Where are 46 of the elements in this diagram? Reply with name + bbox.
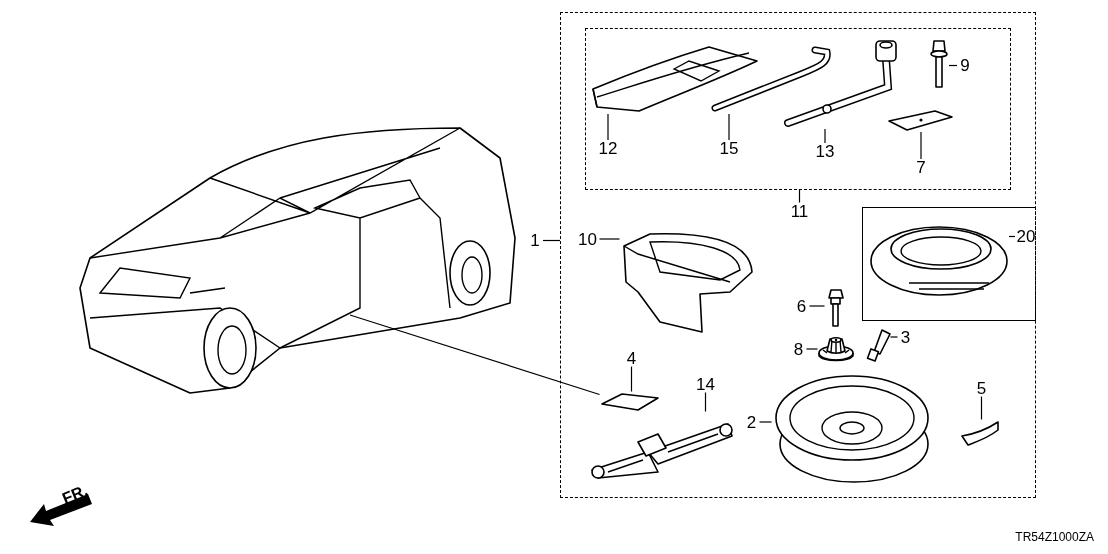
wheel-wrench-drawing [782,39,900,129]
label-plate-drawing [599,391,660,412]
callout-number: 6 [793,297,810,315]
leader-line [980,395,983,421]
leader-line [542,239,561,242]
callout-number: 5 [973,379,990,397]
leader-line [808,305,826,307]
leader-line [630,365,633,393]
leader-line [758,421,773,423]
leader-line [824,128,826,144]
callout-number: 1 [527,232,543,249]
leader-line [598,238,621,240]
callout-number: 15 [716,140,742,157]
sticker-drawing [959,419,1000,447]
bolt-drawing [929,39,949,89]
leader-line [948,64,958,67]
drawing-code: TR54Z1000ZA [1015,531,1094,543]
jack-handle-drawing [709,44,834,114]
leader-line [920,131,922,160]
valve-stem-drawing [865,327,891,362]
callout-number: 7 [913,159,929,176]
dashed-frame [584,27,1011,190]
callout-number: 4 [622,349,641,367]
callout-number: 11 [786,202,813,220]
plate-drawing [887,109,954,132]
callout-number: 10 [575,230,600,248]
callout-number: 8 [790,340,807,358]
callout-number: 9 [957,57,973,74]
leader-line [805,348,819,350]
leader-line [704,391,707,413]
leader-line [889,336,899,338]
callout-number: 13 [812,143,838,160]
tire-frame [861,206,1036,321]
wing-nut-drawing [817,335,855,361]
callout-number: 14 [692,375,719,393]
callout-number: 2 [743,413,760,431]
callout-number: 3 [897,328,914,346]
leader-line [607,113,609,141]
leader-line [349,314,601,396]
direction-label: FR. [60,482,90,507]
callout-number: 20 [1015,228,1037,245]
leader-line [1008,235,1016,238]
callout-number: 12 [595,140,621,157]
leader-line [728,113,730,141]
dashed-frame [560,12,1036,498]
leader-line [798,188,801,204]
